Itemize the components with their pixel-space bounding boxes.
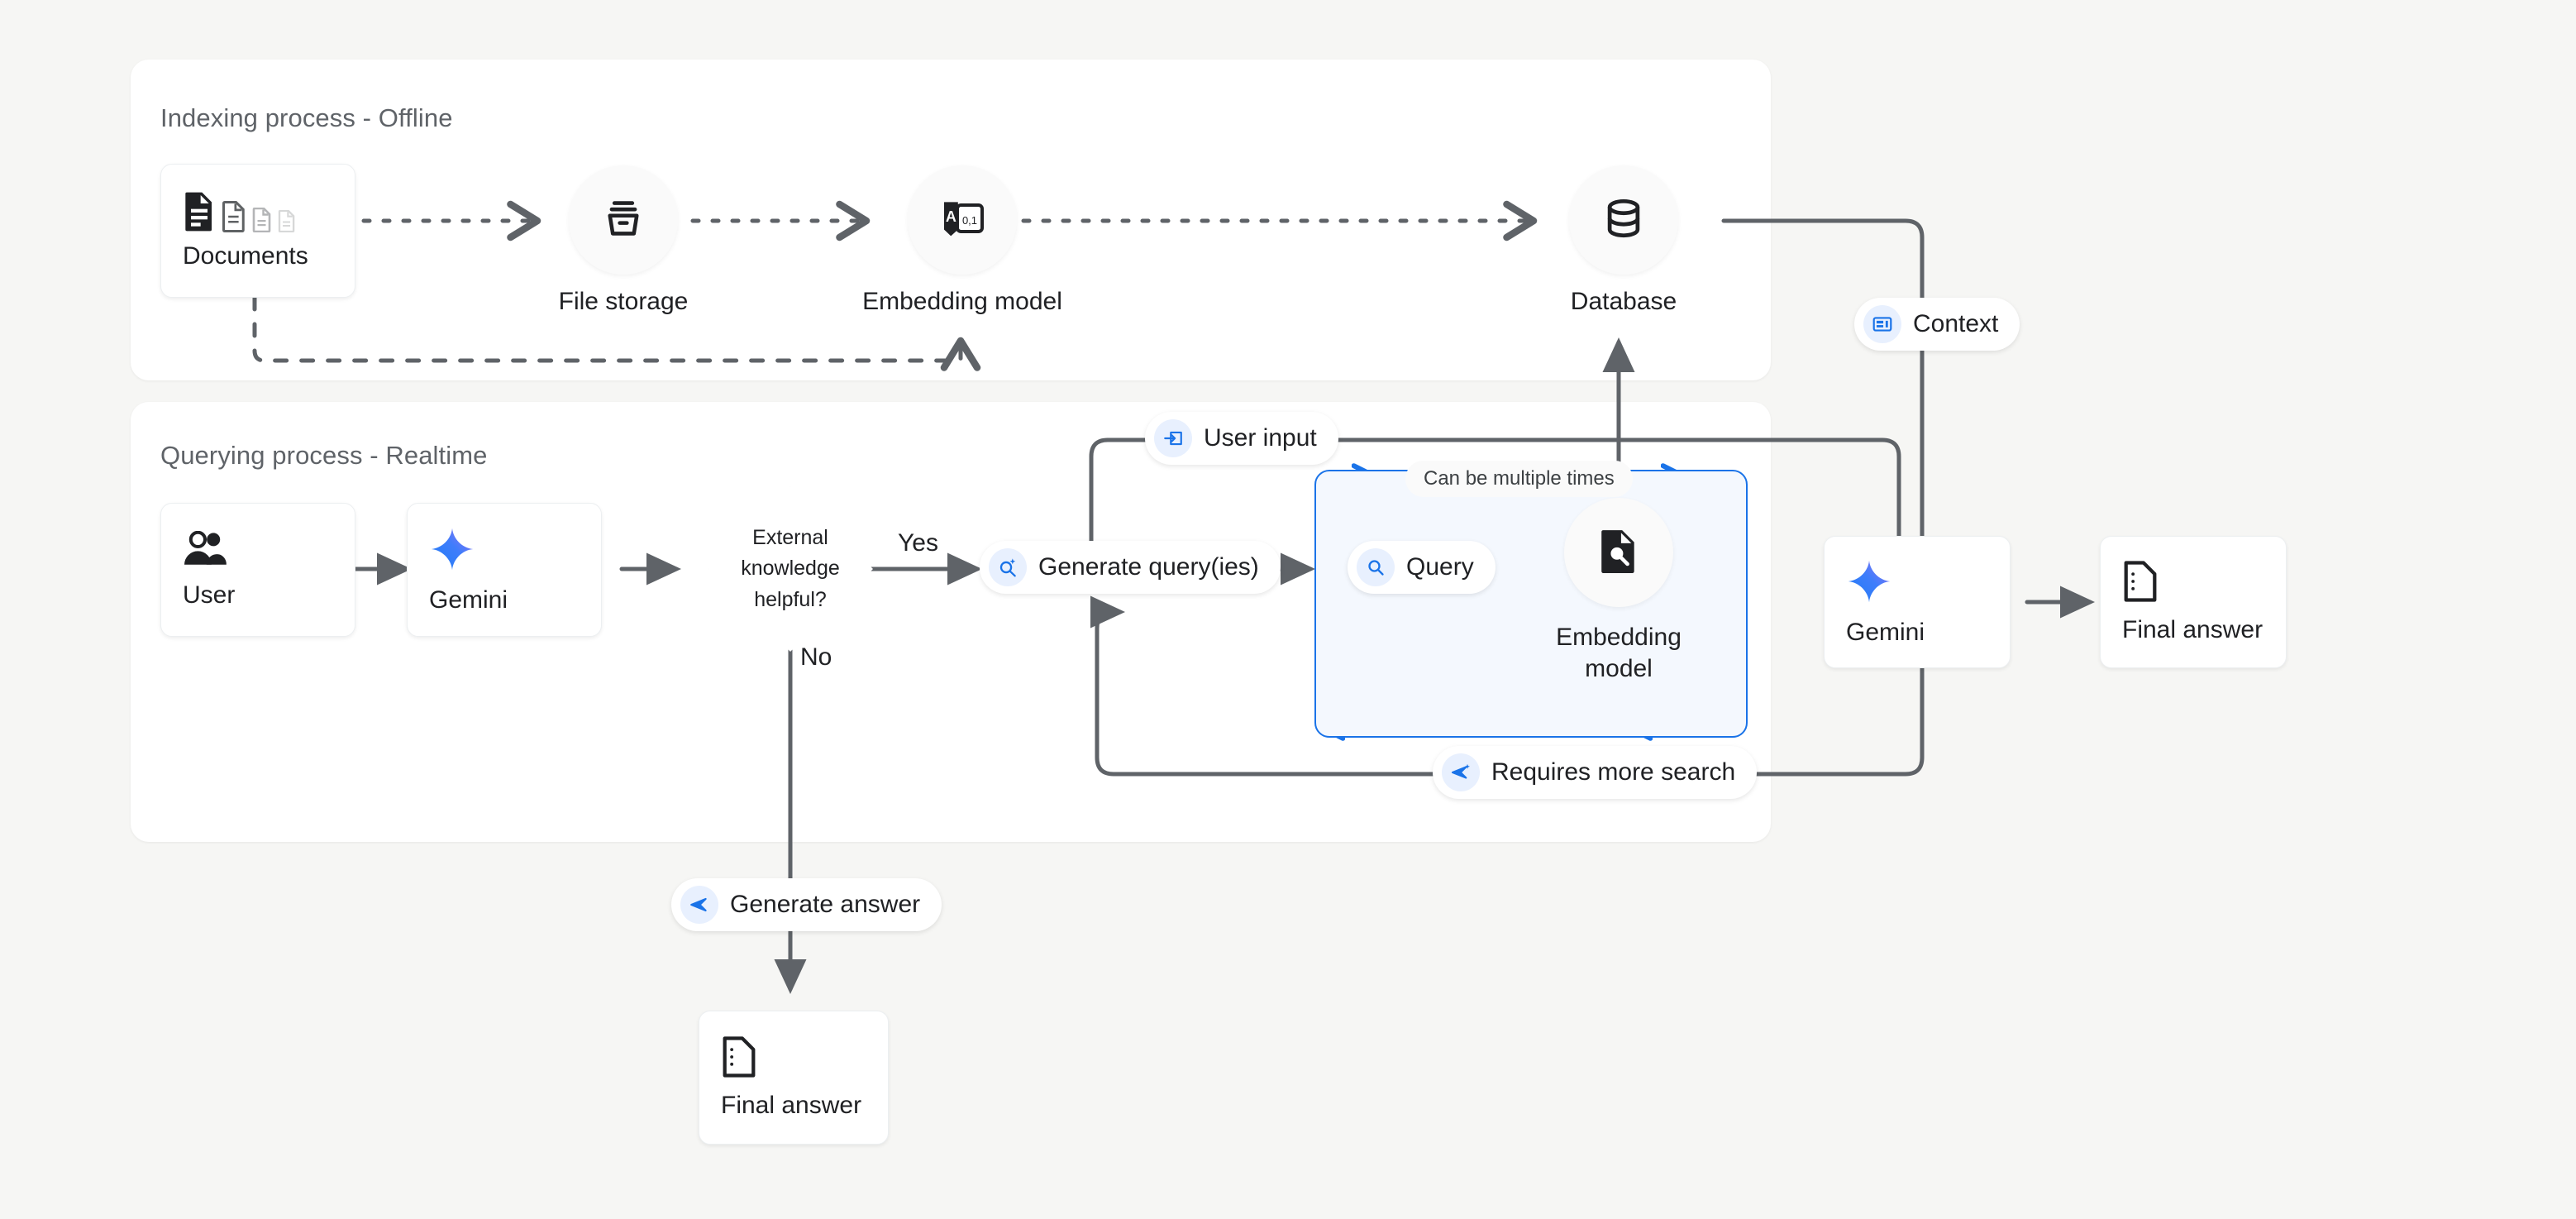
document-search-icon (1598, 528, 1639, 577)
svg-text:A: A (946, 208, 956, 225)
embedding-model-icon: 0,1 A (939, 197, 985, 244)
node-user-label: User (183, 581, 236, 609)
node-documents-label: Documents (183, 242, 308, 270)
database-icon (1601, 196, 1646, 245)
yes-label: Yes (898, 529, 938, 557)
node-user[interactable]: User (160, 503, 355, 637)
user-group-icon (183, 530, 355, 571)
pill-query[interactable]: Query (1348, 541, 1496, 594)
edge-userinput-bus-right (1323, 437, 1915, 585)
panel-querying-title: Querying process - Realtime (160, 441, 488, 470)
node-gemini[interactable]: Gemini (407, 503, 602, 637)
pill-generate-answer[interactable]: Generate answer (671, 878, 942, 931)
panel-indexing-title: Indexing process - Offline (160, 103, 453, 132)
node-embedding-model[interactable]: 0,1 A (908, 165, 1017, 275)
node-database-label: Database (1570, 288, 1677, 315)
send-sparkle-icon (1442, 753, 1480, 791)
svg-text:0,1: 0,1 (962, 214, 977, 227)
pill-context-label: Context (1913, 310, 1999, 337)
pill-generate-queries-label: Generate query(ies) (1038, 553, 1259, 581)
node-final-answer-right[interactable]: Final answer (2100, 536, 2287, 668)
node-final-answer-right-label: Final answer (2122, 615, 2264, 643)
node-gemini-answer[interactable]: Gemini (1824, 536, 2011, 668)
context-card-icon (1863, 305, 1901, 343)
send-icon (680, 886, 718, 924)
node-embedding-model-query-label: Embedding model (1556, 624, 1682, 683)
input-arrow-icon (1154, 419, 1192, 457)
edge-documents-feedback (252, 295, 981, 371)
search-icon (1357, 548, 1395, 586)
node-database[interactable] (1569, 165, 1678, 275)
edge-requires-more-search-right (1696, 659, 1925, 777)
node-decision-label: External knowledge helpful? (741, 525, 840, 611)
node-documents[interactable]: Documents (160, 164, 355, 298)
no-label: No (800, 643, 832, 671)
node-file-storage[interactable] (569, 165, 678, 275)
edge-requires-more-search-left (1090, 595, 1438, 777)
gemini-sparkle-icon (429, 526, 601, 576)
pill-requires-more-search[interactable]: Requires more search (1433, 746, 1758, 799)
gemini-sparkle-icon (1846, 558, 2010, 609)
pill-query-label: Query (1406, 553, 1474, 581)
retrieval-loop-box (1314, 470, 1748, 738)
answer-doc-icon (721, 1035, 888, 1082)
documents-icon (183, 191, 355, 232)
file-storage-icon (602, 197, 645, 244)
pill-loop-note-label: Can be multiple times (1424, 467, 1615, 490)
node-file-storage-label: File storage (558, 288, 689, 315)
pill-requires-more-search-label: Requires more search (1491, 758, 1736, 786)
pill-generate-queries[interactable]: Generate query(ies) (980, 541, 1281, 594)
pill-context[interactable]: Context (1854, 298, 2020, 351)
node-final-answer-bottom-label: Final answer (721, 1091, 862, 1119)
pill-loop-note: Can be multiple times (1405, 461, 1633, 497)
node-gemini-answer-label: Gemini (1846, 618, 1925, 646)
search-sparkle-icon (989, 548, 1027, 586)
node-final-answer-bottom[interactable]: Final answer (699, 1011, 889, 1145)
pill-user-input-label: User input (1204, 424, 1317, 452)
node-gemini-label: Gemini (429, 586, 508, 614)
node-embedding-model-query[interactable] (1564, 498, 1673, 607)
pill-user-input[interactable]: User input (1145, 412, 1338, 465)
answer-doc-icon (2122, 560, 2286, 606)
pill-generate-answer-label: Generate answer (730, 891, 921, 918)
edge-database-to-context-gemini (1721, 218, 1939, 585)
node-embedding-model-label: Embedding model (862, 288, 1062, 315)
